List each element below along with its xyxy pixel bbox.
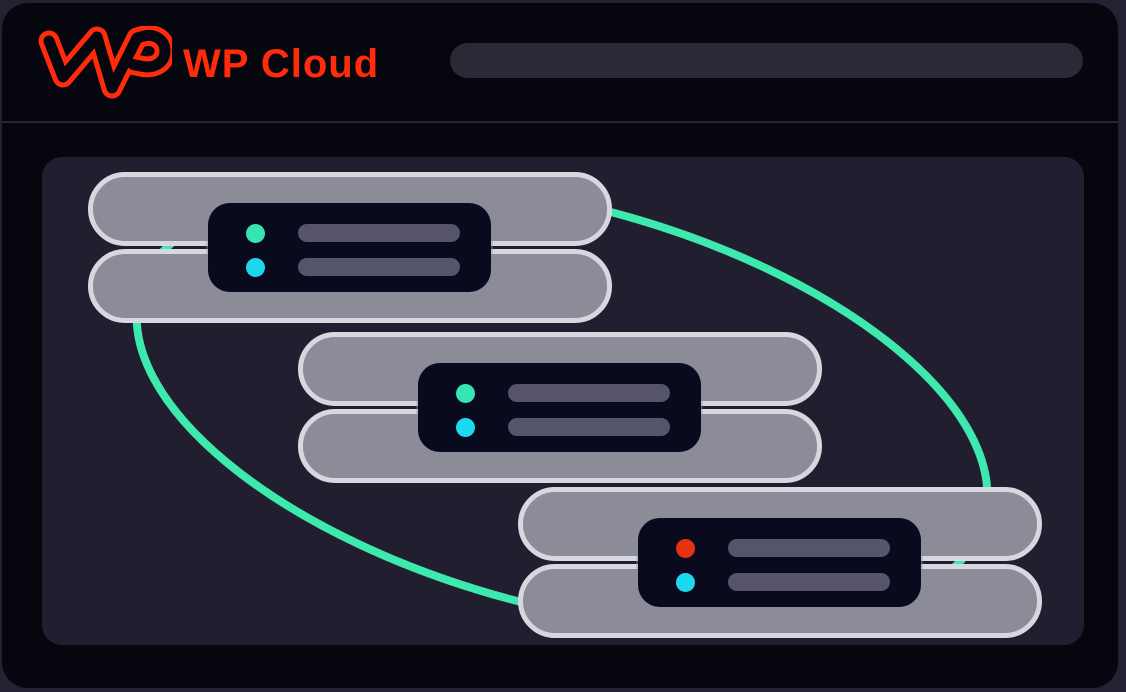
window-header: WP Cloud <box>2 3 1118 121</box>
server-stack-1 <box>88 172 612 323</box>
server-console <box>638 518 921 607</box>
console-line <box>728 573 890 591</box>
content-panel <box>42 157 1084 645</box>
address-bar[interactable] <box>450 43 1083 78</box>
brand-title: WP Cloud <box>183 42 380 86</box>
server-stack-2 <box>298 332 822 483</box>
server-stack-3 <box>518 487 1042 638</box>
status-light-green <box>456 384 475 403</box>
status-light-cyan <box>456 418 475 437</box>
header-divider <box>2 121 1118 123</box>
status-light-red <box>676 539 695 558</box>
console-line <box>728 539 890 557</box>
status-light-cyan <box>676 573 695 592</box>
console-line <box>508 384 670 402</box>
server-console <box>418 363 701 452</box>
status-light-cyan <box>246 258 265 277</box>
console-line <box>298 224 460 242</box>
console-line <box>298 258 460 276</box>
wp-logo-icon <box>38 26 172 99</box>
status-light-green <box>246 224 265 243</box>
browser-window: WP Cloud <box>2 3 1118 688</box>
server-console <box>208 203 491 292</box>
console-line <box>508 418 670 436</box>
